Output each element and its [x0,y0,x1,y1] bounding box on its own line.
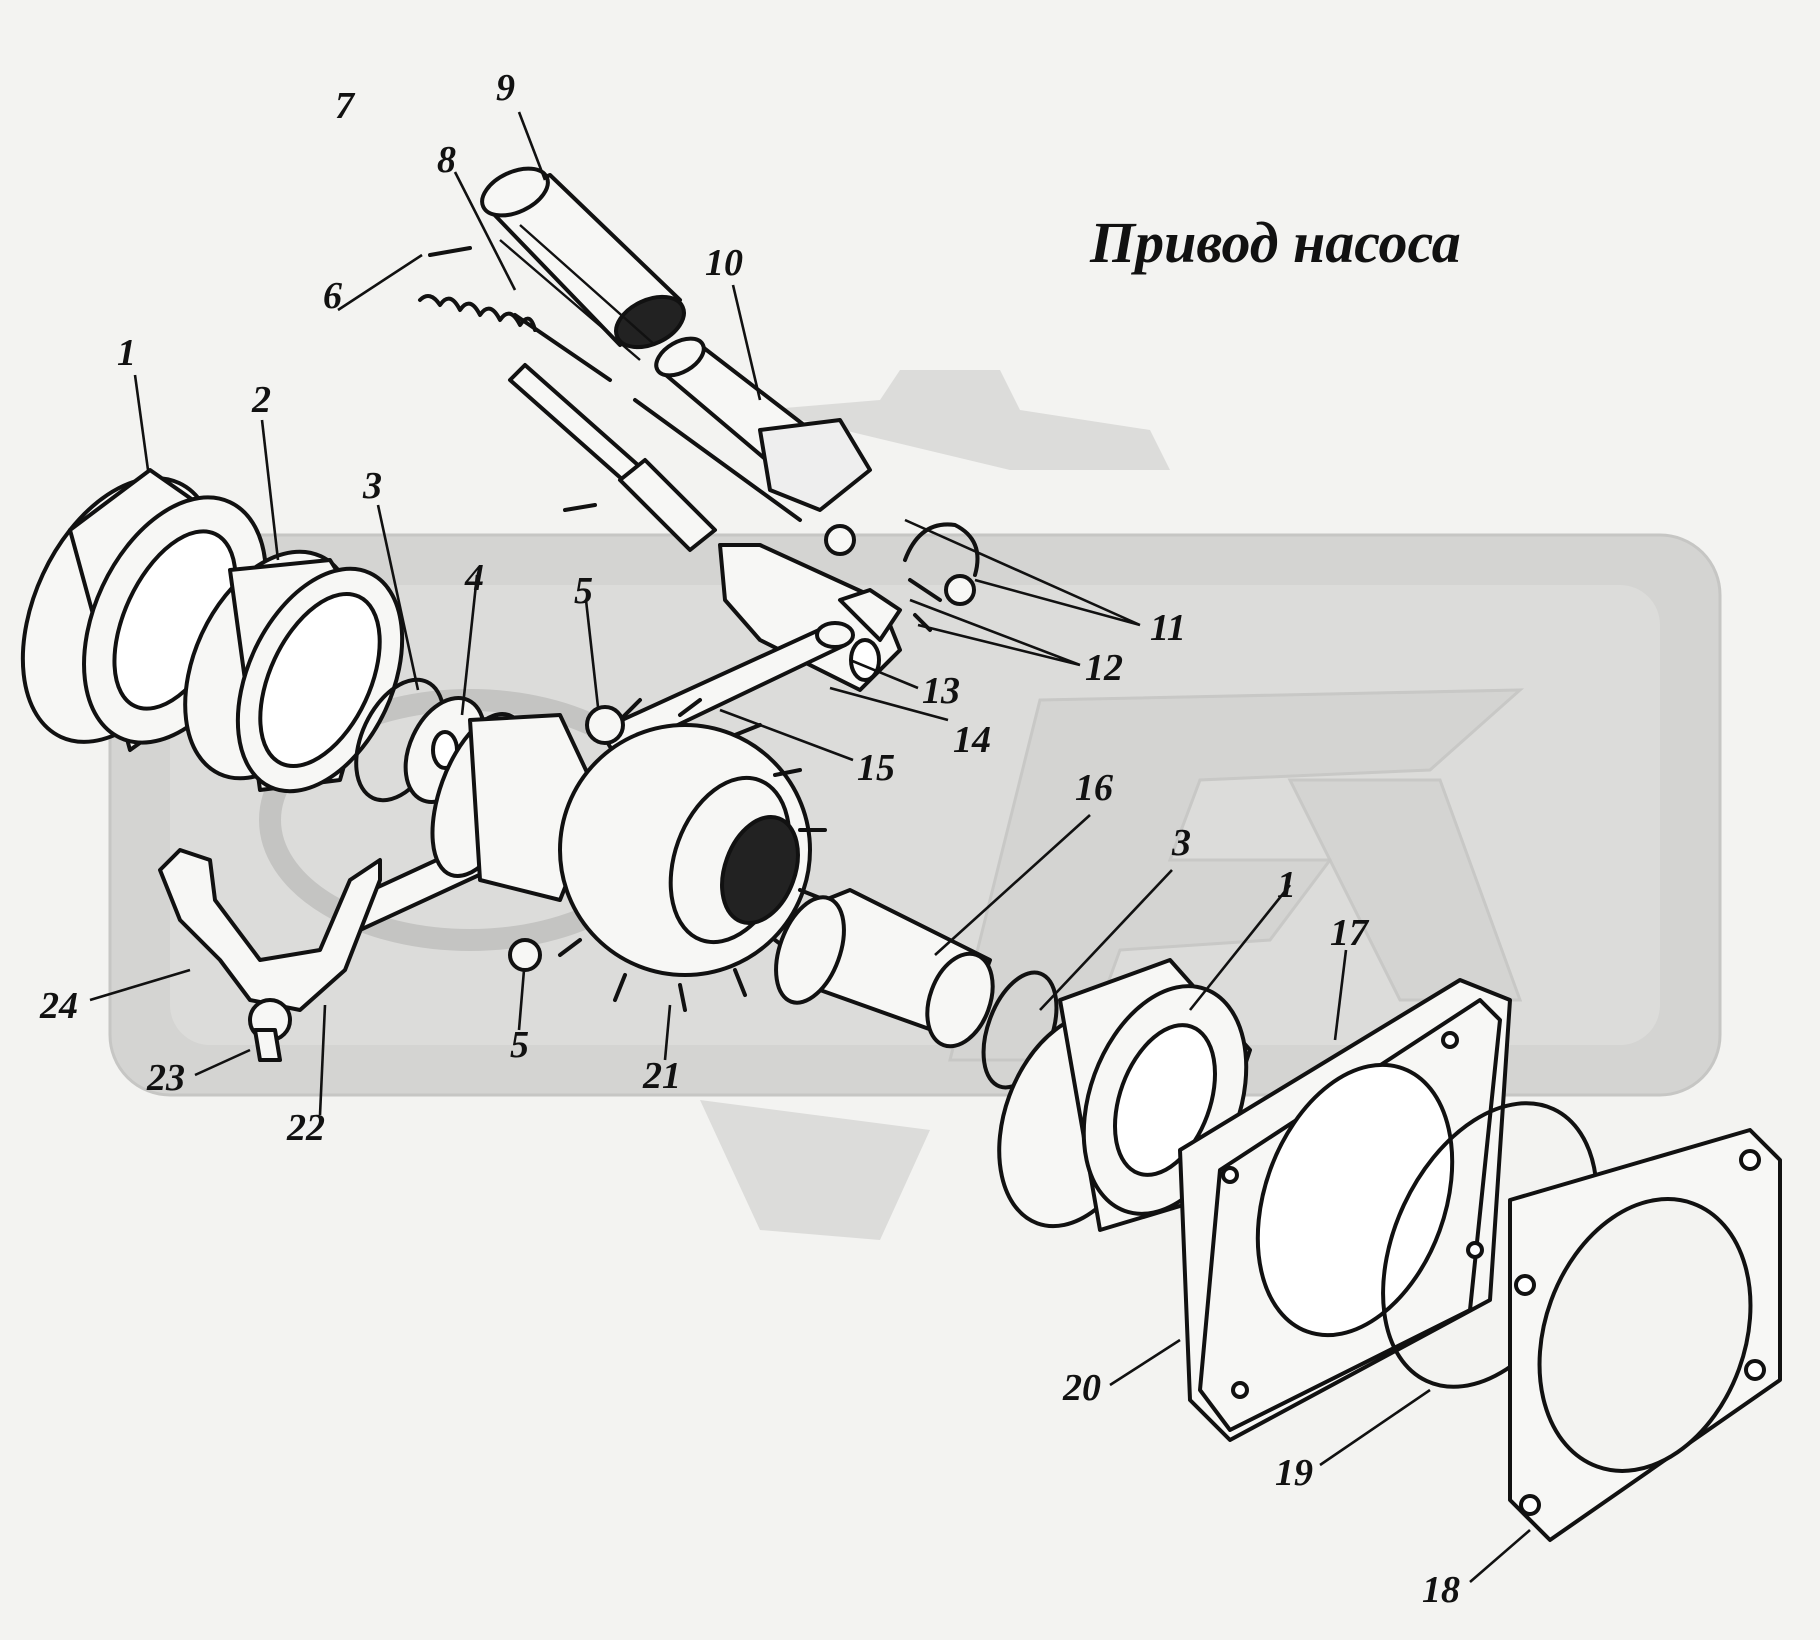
callout-19: 19 [1275,1452,1313,1494]
callout-3-right: 3 [1171,822,1191,864]
callout-14: 14 [953,719,991,761]
callout-17: 17 [1330,912,1370,954]
callout-1: 1 [117,332,136,374]
callout-5-bottom: 5 [510,1024,529,1066]
part-pin [654,336,872,512]
leader-lines [89,111,1531,1583]
part-ring [183,549,405,794]
callout-23: 23 [146,1057,185,1099]
callout-18: 18 [1422,1569,1460,1611]
callout-24: 24 [39,985,78,1027]
callout-4: 4 [464,557,484,599]
callout-7: 7 [335,85,356,127]
callout-15: 15 [857,747,895,789]
callout-3: 3 [362,465,382,507]
callout-21: 21 [642,1055,681,1097]
part-oring-and-gasket [1381,1101,1782,1542]
callout-13: 13 [922,670,960,712]
callout-5: 5 [574,570,593,612]
callout-12: 12 [1085,647,1123,689]
callout-8: 8 [437,139,456,181]
callout-11: 11 [1150,607,1186,649]
callout-1-right: 1 [1277,864,1296,906]
callout-2: 2 [251,379,271,421]
part-shaft-gear [348,698,827,1012]
callout-22: 22 [286,1107,325,1149]
part-splined-shaft [774,888,995,1049]
callout-10: 10 [705,242,743,284]
part-sleeve [480,166,686,361]
callout-labels: 1 2 3 4 5 6 7 8 9 10 11 12 13 14 15 16 3… [39,67,1460,1611]
callout-16: 16 [1075,767,1113,809]
part-spring-and-rod [418,246,802,552]
diagram-title: Привод насоса [1089,210,1461,275]
callout-20: 20 [1062,1367,1101,1409]
part-flange-housing [1178,978,1512,1442]
part-fork-lever [598,522,980,757]
callout-6: 6 [323,275,342,317]
part-fork [158,848,382,1062]
callout-9: 9 [496,67,515,109]
